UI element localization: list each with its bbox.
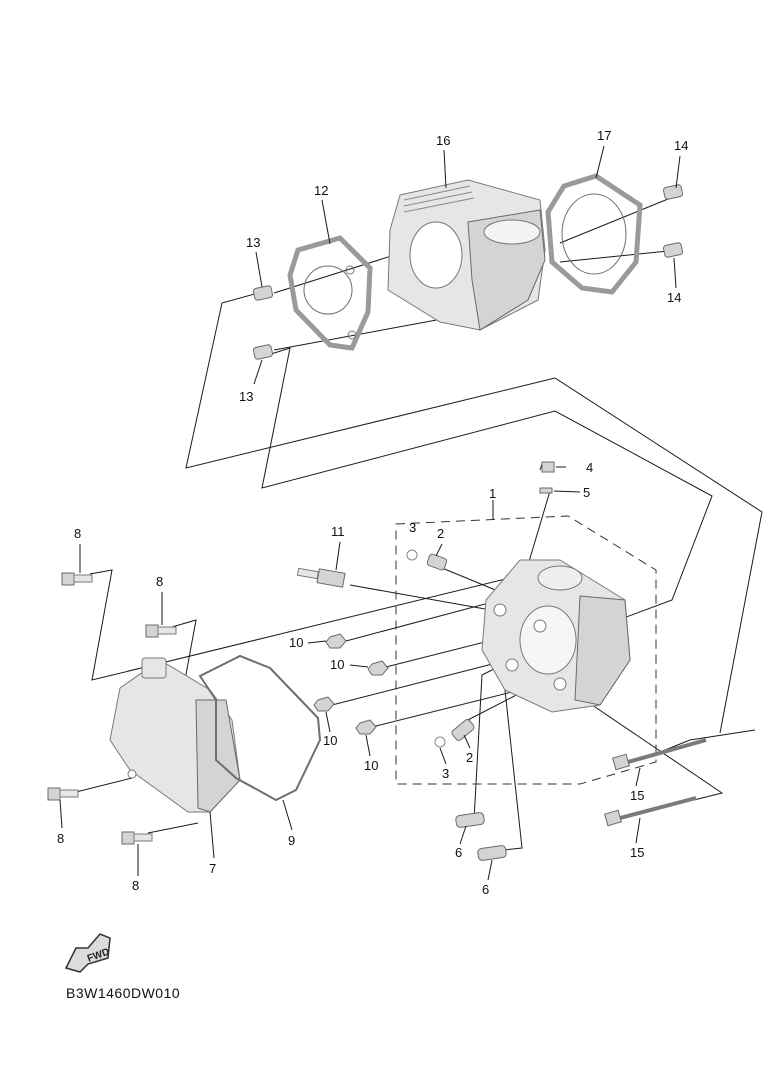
cover-gasket bbox=[198, 654, 322, 802]
cylinder-head-gasket bbox=[545, 173, 643, 295]
label-14-lower: 14 bbox=[667, 290, 681, 305]
label-16: 16 bbox=[436, 133, 450, 148]
label-13-upper: 13 bbox=[246, 235, 260, 250]
label-9: 9 bbox=[288, 833, 295, 848]
cylinder-base-gasket bbox=[287, 235, 373, 351]
cylinder-block bbox=[387, 179, 546, 331]
valve-seals-and-cotters bbox=[406, 461, 555, 748]
head-dowel-pins bbox=[455, 812, 507, 861]
label-5: 5 bbox=[583, 485, 590, 500]
label-6-lower: 6 bbox=[482, 882, 489, 897]
label-15-upper: 15 bbox=[630, 788, 644, 803]
diagram-code: B3W1460DW010 bbox=[66, 985, 181, 1001]
label-3-upper: 3 bbox=[409, 520, 416, 535]
label-8-c: 8 bbox=[57, 831, 64, 846]
label-8-d: 8 bbox=[132, 878, 139, 893]
label-8-b: 8 bbox=[156, 574, 163, 589]
long-bolts bbox=[603, 738, 707, 827]
label-11: 11 bbox=[331, 524, 345, 539]
cylinder-head-cover bbox=[109, 657, 241, 813]
cylinder-head-assembly-outline bbox=[395, 515, 657, 785]
label-10-d: 10 bbox=[364, 758, 378, 773]
forward-direction-icon: FWD bbox=[64, 933, 111, 973]
label-15-lower: 15 bbox=[630, 845, 644, 860]
label-12: 12 bbox=[314, 183, 328, 198]
spark-plug bbox=[296, 567, 346, 588]
label-10-b: 10 bbox=[330, 657, 344, 672]
label-6-upper: 6 bbox=[455, 845, 462, 860]
cover-bolts bbox=[47, 572, 177, 845]
label-10-a: 10 bbox=[289, 635, 303, 650]
label-10-c: 10 bbox=[323, 733, 337, 748]
label-13-lower: 13 bbox=[239, 389, 253, 404]
nuts bbox=[313, 633, 389, 735]
label-17: 17 bbox=[597, 128, 611, 143]
callout-labels: 1 2 2 3 3 4 5 6 6 7 8 8 8 8 9 10 10 10 1… bbox=[57, 128, 688, 897]
label-4: 4 bbox=[586, 460, 593, 475]
dowel-pins bbox=[253, 184, 683, 360]
label-3-lower: 3 bbox=[442, 766, 449, 781]
label-leader-stubs bbox=[59, 145, 681, 881]
label-1: 1 bbox=[489, 486, 496, 501]
label-7: 7 bbox=[209, 861, 216, 876]
label-2-upper: 2 bbox=[437, 526, 444, 541]
label-2-lower: 2 bbox=[466, 750, 473, 765]
label-14-upper: 14 bbox=[674, 138, 688, 153]
cylinder-head bbox=[481, 559, 631, 713]
label-8-a: 8 bbox=[74, 526, 81, 541]
